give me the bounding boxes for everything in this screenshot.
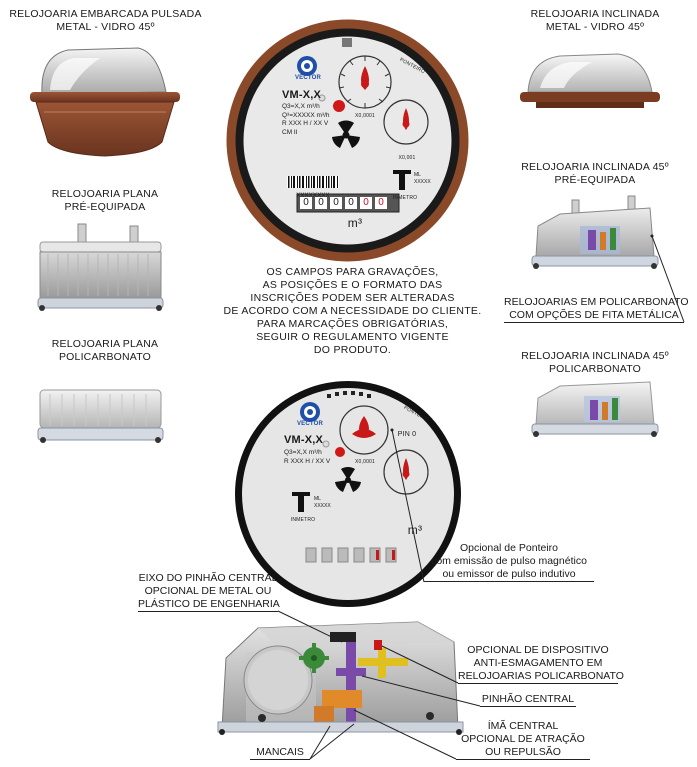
label-plana-policarbonato: RELOJOARIA PLANA POLICARBONATO [51,338,159,363]
dial-top-odometer: 0 0 0 0 0 0 [300,197,387,209]
dial-bottom-cert-side: ML XXXXX [314,496,331,509]
embarcada-pulsada-illustration [30,47,180,157]
radiation-symbol-icon [332,120,360,148]
annotation-mancais: MANCAIS [250,746,310,760]
dial-bottom-unit: m³ [407,523,423,537]
label-inclinada-45-pre-equipada: RELOJOARIA INCLINADA 45º PRÉ-EQUIPADA [521,161,669,186]
label-inclinada-45-policarbonato: RELOJOARIA INCLINADA 45º POLICARBONATO [521,350,669,375]
dial-bottom-small-1: X0,0001 [354,459,376,465]
dial-bottom [235,381,461,607]
annotation-pinhao-central: PINHÃO CENTRAL [480,693,576,707]
dial-bottom-cert: INMETRO [290,517,316,523]
mechanism-cutaway [217,621,464,735]
inclinada-45-policarbonato-illustration [531,381,659,437]
green-gear-icon [299,643,329,673]
annotation-ima-central: ÍMÃ CENTRAL OPCIONAL DE ATRAÇÃO OU REPUL… [456,720,590,760]
dial-bottom-specs: Q3=X,X m³/h R XXX H / XX V [284,449,331,465]
annotation-ponteiro: Opcional de Ponteiro com emissão de puls… [424,542,594,582]
dial-top-brand: VECTOR [294,75,322,81]
label-plana-pre-equipada: RELOJOARIA PLANA PRÉ-EQUIPADA [51,188,159,213]
inclinada-45-pre-equipada-illustration [531,195,659,269]
dial-top-small-2: X0,001 [398,155,416,161]
inclinada-illustration [520,53,660,108]
inmetro-mark [393,170,411,190]
annotation-anti-esmagamento: OPCIONAL DE DISPOSITIVO ANTI-ESMAGAMENTO… [458,644,624,684]
dial-top-small-1: X0,0001 [354,113,376,119]
barcode [287,176,339,188]
plana-policarbonato-illustration [37,389,164,443]
annotation-eixo-pinhao: EIXO DO PINHÃO CENTRAL OPCIONAL DE METAL… [138,572,280,612]
dial-top-specs: Q3=X,X m³/h Q³=XXXXX m³/h R XXX H / XX V… [282,103,330,136]
dial-top-unit: m³ [347,216,363,230]
dial-bottom-brand: VECTOR [296,421,324,427]
dial-bottom-pin-label: PIN 0 [397,431,417,438]
dial-top-barcode-text: XXXXXXXX [296,193,330,199]
annotation-policarbonato-fita: RELOJOARIAS EM POLICARBONATO COM OPÇÕES … [504,296,689,323]
plana-pre-equipada-illustration [37,223,164,311]
radiation-symbol-bottom-icon [335,466,361,492]
label-embarcada-pulsada: RELOJOARIA EMBARCADA PULSADA METAL - VID… [9,8,202,33]
dial-top-model: VM-X,X [282,89,322,101]
dial-top-cert: INMETRO [392,195,418,201]
dial-top [226,19,469,262]
vector-logo [297,56,317,76]
dial-top-cert-side: ML XXXXX [414,172,431,185]
center-note: OS CAMPOS PARA GRAVAÇÕES, AS POSIÇÕES E … [223,266,482,356]
dial-bottom-model: VM-X,X [284,434,324,446]
label-inclinada: RELOJOARIA INCLINADA METAL - VIDRO 45º [530,8,660,33]
